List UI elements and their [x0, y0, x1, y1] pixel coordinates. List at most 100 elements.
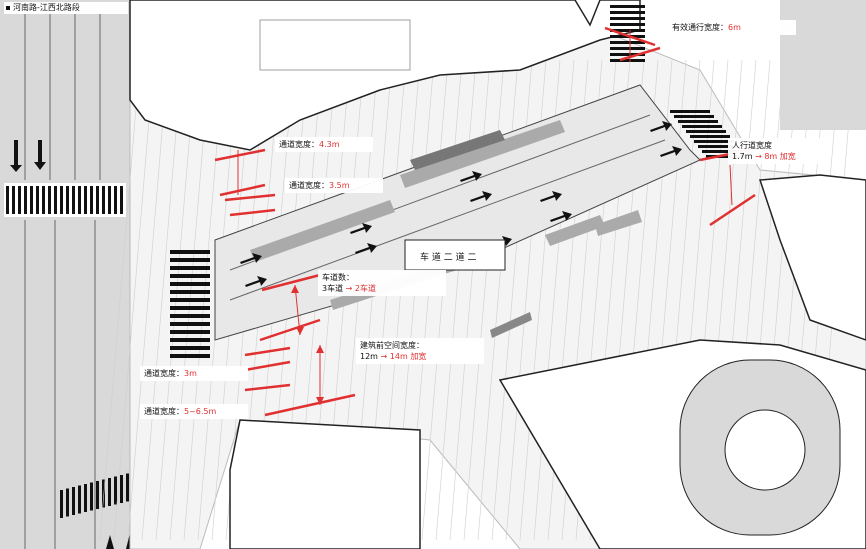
building-front-label: 建筑前空间宽度： [360, 341, 424, 350]
annotation-pedestrian: 人行道宽度 1.7m → 8m 加宽 [728, 138, 826, 164]
annotation-building-front: 建筑前空间宽度： 12m → 14m 加宽 [356, 338, 484, 364]
passage-3-5-label: 通道宽度： [289, 181, 329, 190]
hatch-line [421, 59, 463, 541]
zebra-stripe [54, 186, 57, 214]
zebra-stripe [114, 186, 117, 214]
main-right-zebra-crossing [670, 110, 746, 158]
zebra-stripe [90, 482, 93, 511]
zebra-stripe [102, 479, 105, 508]
lane-arrow-icon [540, 191, 562, 202]
passage-4-label: 通道宽度： [279, 140, 319, 149]
zebra-stripe [66, 488, 69, 517]
hatch-line [127, 59, 169, 541]
left-road [0, 0, 130, 549]
dimension-arrowheads [291, 285, 324, 405]
lane-arrow-icon [460, 171, 482, 182]
annotation-passage-3: 通道宽度：3m [140, 366, 248, 381]
zebra-stripe [120, 186, 123, 214]
lanes-old-value: 3车道 [322, 284, 344, 293]
zebra-stripe [78, 485, 81, 514]
building-front-note: 加宽 [410, 352, 427, 361]
building-top-inner [259, 19, 411, 71]
zebra-stripe [18, 186, 21, 214]
round-building-core [724, 409, 806, 491]
zebra-stripe [610, 59, 645, 62]
zebra-stripe [24, 186, 27, 214]
zebra-stripe [706, 155, 746, 158]
building-bottom-left [229, 419, 421, 549]
zebra-stripe [170, 314, 210, 318]
zebra-stripe [170, 346, 210, 350]
passage-3-5-value: 3.5m [329, 181, 350, 190]
zebra-stripe [610, 5, 645, 8]
zebra-stripe [610, 29, 645, 32]
annotation-passage-4: 通道宽度：4.3m [275, 137, 373, 152]
zebra-stripe [6, 186, 9, 214]
zebra-stripe [170, 354, 210, 358]
zebra-stripe [682, 125, 722, 128]
building-right [758, 174, 866, 341]
zebra-stripe [678, 120, 718, 123]
zebra-stripe [78, 186, 81, 214]
zebra-stripe [690, 135, 730, 138]
zebra-stripe [170, 266, 210, 270]
zebra-stripe [30, 186, 33, 214]
zebra-stripe [84, 484, 87, 512]
bullet-square-icon [6, 5, 10, 10]
zebra-stripe [126, 473, 129, 502]
pedestrian-note: 加宽 [779, 152, 796, 161]
passage-5-label: 通道宽度： [144, 407, 184, 416]
zebra-stripe [610, 23, 645, 26]
zebra-stripe [610, 17, 645, 20]
arrow-right-icon: → [755, 152, 762, 161]
lanes-new-value: 2车道 [354, 284, 376, 293]
zebra-stripe [72, 186, 75, 214]
zebra-stripe [12, 186, 15, 214]
zebra-stripe [60, 186, 63, 214]
zebra-stripe [698, 145, 738, 148]
zebra-stripe [610, 53, 645, 56]
zebra-stripe [610, 47, 645, 50]
lane-arrow-icon [245, 276, 267, 287]
effective-width-label: 有效通行宽度： [672, 23, 728, 32]
zebra-stripe [120, 475, 123, 503]
left-turn-arrows [10, 140, 46, 172]
zebra-stripe [170, 274, 210, 278]
zebra-stripe [114, 476, 117, 505]
zebra-stripe [170, 322, 210, 326]
zebra-stripe [170, 282, 210, 286]
zebra-stripe [610, 41, 645, 44]
zebra-stripe [66, 186, 69, 214]
section-title-text: 河南路-江西北路段 [13, 3, 80, 12]
zebra-stripe [170, 250, 210, 254]
lane-arrow-icon [350, 223, 372, 234]
zebra-stripe [170, 258, 210, 262]
pedestrian-new-value: 8m [764, 152, 778, 161]
zebra-stripe [670, 110, 710, 113]
arrow-right-icon: → [345, 284, 353, 293]
lane-arrow-icon [650, 121, 672, 132]
building-top [129, 0, 641, 151]
passage-3-value: 3m [184, 369, 197, 378]
zebra-stripe [702, 150, 742, 153]
left-zebra-crossing [6, 186, 123, 214]
zebra-stripe [96, 481, 99, 509]
passage-5-value: 5~6.5m [184, 407, 217, 416]
passage-4-value: 4.3m [319, 140, 340, 149]
lane-arrow-icon [240, 253, 262, 264]
zebra-stripe [96, 186, 99, 214]
lane-arrows [240, 121, 682, 287]
pedestrian-old-value: 1.7m [732, 152, 753, 161]
main-left-zebra-crossing [170, 250, 210, 358]
annotation-passage-3-5: 通道宽度：3.5m [285, 178, 383, 193]
zebra-stripe [170, 330, 210, 334]
building-front-old-value: 12m [360, 352, 378, 361]
zebra-stripe [102, 186, 105, 214]
hatch-line [141, 59, 183, 541]
annotation-lanes: 车道数： 3车道 → 2车道 [318, 270, 446, 296]
zebra-stripe [90, 186, 93, 214]
road-marking-text: 车 道 二 道 二 [420, 251, 476, 263]
zebra-stripe [36, 186, 39, 214]
zebra-stripe [170, 306, 210, 310]
